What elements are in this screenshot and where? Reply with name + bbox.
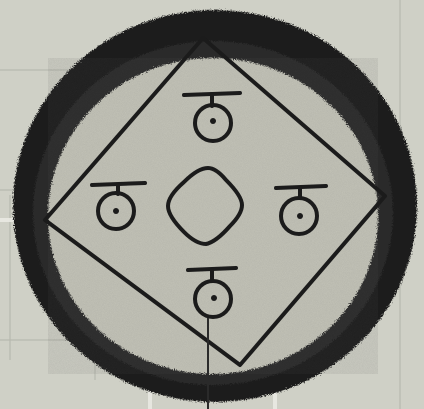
dark-disc <box>13 10 417 402</box>
